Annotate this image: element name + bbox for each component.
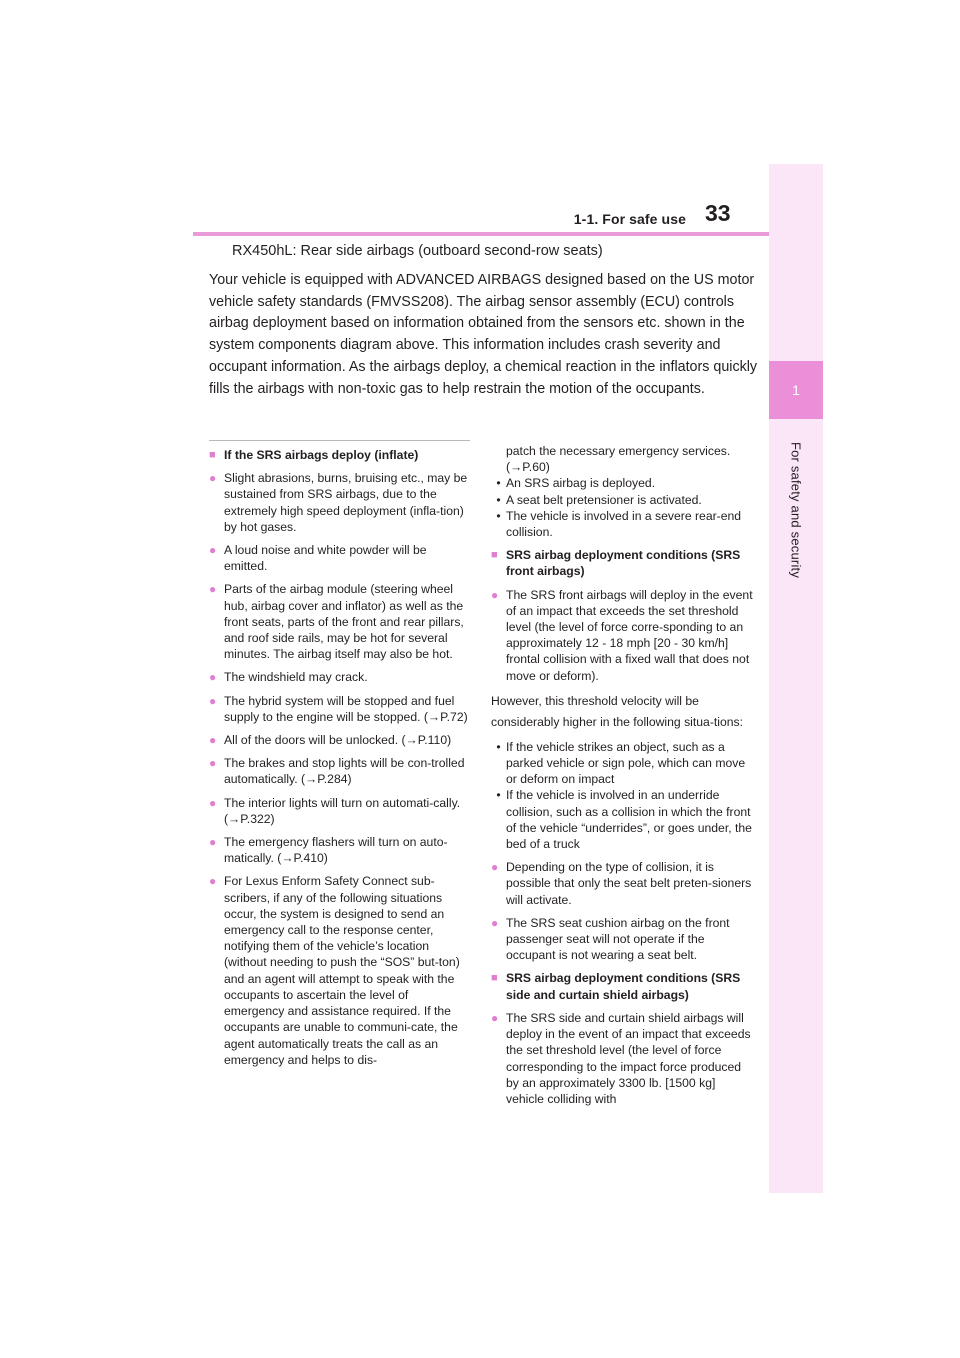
list-item: ● Depending on the type of collision, it … — [491, 859, 755, 908]
dash-item-text: A seat belt pretensioner is activated. — [506, 492, 702, 507]
circle-bullet-icon: ● — [491, 587, 499, 602]
list-item: ● The brakes and stop lights will be con-… — [209, 755, 470, 787]
dash-item: • The vehicle is involved in a severe rea… — [491, 508, 755, 540]
section-title: 1-1. For safe use — [573, 211, 686, 227]
list-item-text: Parts of the airbag module (steering whe… — [224, 582, 464, 662]
circle-bullet-icon: ● — [491, 1010, 499, 1025]
circle-bullet-icon: ● — [209, 693, 217, 708]
heading-text: If the SRS airbags deploy (inflate) — [224, 448, 419, 462]
circle-bullet-icon: ● — [491, 915, 499, 930]
circle-bullet-icon: ● — [209, 795, 217, 810]
chapter-sidebar — [769, 164, 823, 1193]
list-item: ● The hybrid system will be stopped and f… — [209, 693, 470, 725]
dash-item-text: If the vehicle strikes an object, such a… — [506, 739, 746, 787]
dash-item: • If the vehicle is involved in an underr… — [491, 787, 755, 852]
list-item: ● Parts of the airbag module (steering wh… — [209, 581, 470, 662]
header-rule — [193, 232, 769, 236]
dash-bullet-icon: • — [496, 788, 501, 803]
square-bullet-icon: ■ — [209, 449, 216, 461]
dash-item-text: An SRS airbag is deployed. — [506, 476, 656, 491]
square-bullet-icon: ■ — [491, 972, 498, 985]
figure-caption: RX450hL: Rear side airbags (outboard sec… — [232, 243, 603, 259]
dash-bullet-icon: • — [496, 508, 501, 523]
list-item-text: The hybrid system will be stopped and fu… — [224, 693, 468, 724]
list-item-text: Slight abrasions, burns, bruising etc., … — [224, 471, 468, 534]
list-item: ● The windshield may crack. — [209, 669, 470, 685]
left-column: ■ If the SRS airbags deploy (inflate) ● S… — [209, 440, 470, 1075]
list-item: ● The SRS side and curtain shield airbags… — [491, 1010, 755, 1107]
intro-paragraph: Your vehicle is equipped with ADVANCED A… — [209, 272, 758, 397]
list-item: ● For Lexus Enform Safety Connect sub-scr… — [209, 873, 470, 1067]
circle-bullet-icon: ● — [209, 543, 217, 558]
chapter-label: For safety and security — [788, 441, 804, 579]
list-item-text: The SRS seat cushion airbag on the front… — [506, 915, 730, 963]
circle-bullet-icon: ● — [209, 835, 217, 850]
circle-bullet-icon: ● — [491, 860, 499, 875]
list-item-text: All of the doors will be unlocked. (→P.1… — [224, 733, 452, 748]
list-item: ● A loud noise and white powder will be e… — [209, 542, 470, 574]
list-item-text: A loud noise and white powder will be em… — [224, 543, 427, 574]
circle-bullet-icon: ● — [209, 582, 217, 597]
dash-bullet-icon: • — [496, 492, 501, 507]
list-item: ● The SRS front airbags will deploy in th… — [491, 587, 755, 684]
list-item-text: The SRS front airbags will deploy in the… — [506, 587, 753, 683]
list-item: ● The emergency flashers will turn on aut… — [209, 834, 470, 866]
section-heading: ■ SRS airbag deployment conditions (SRS … — [491, 547, 755, 579]
list-item: ● The interior lights will turn on automa… — [209, 795, 470, 827]
list-item-text: The windshield may crack. — [224, 670, 368, 685]
list-item: ● All of the doors will be unlocked. (→P.… — [209, 732, 470, 748]
circle-bullet-icon: ● — [209, 670, 217, 685]
dash-item: • An SRS airbag is deployed. — [491, 475, 755, 491]
heading-text: SRS airbag deployment conditions (SRS fr… — [506, 548, 741, 579]
list-item-text: Depending on the type of collision, it i… — [506, 860, 752, 907]
section-heading: ■ If the SRS airbags deploy (inflate) — [209, 447, 470, 463]
dash-bullet-icon: • — [496, 476, 501, 491]
list-item-text: The brakes and stop lights will be con-t… — [224, 756, 465, 787]
page-number: 33 — [705, 200, 731, 226]
dash-bullet-icon: • — [496, 739, 501, 754]
list-item: ● Slight abrasions, burns, bruising etc.,… — [209, 470, 470, 535]
continued-text: patch the necessary emergency services. … — [506, 444, 731, 475]
circle-bullet-icon: ● — [209, 733, 217, 748]
list-item: ● The SRS seat cushion airbag on the fron… — [491, 915, 755, 964]
heading-text: SRS airbag deployment conditions (SRS si… — [506, 971, 741, 1002]
list-item-text: The SRS side and curtain shield airbags … — [506, 1010, 751, 1106]
right-column: patch the necessary emergency services. … — [491, 443, 755, 1114]
circle-bullet-icon: ● — [209, 471, 217, 486]
body-paragraph: However, this threshold velocity will be… — [491, 693, 744, 729]
circle-bullet-icon: ● — [209, 874, 217, 889]
square-bullet-icon: ■ — [491, 549, 498, 562]
list-item-text: The emergency flashers will turn on auto… — [224, 835, 448, 866]
dash-item: • A seat belt pretensioner is activated. — [491, 492, 755, 508]
circle-bullet-icon: ● — [209, 756, 217, 771]
list-item-text: For Lexus Enform Safety Connect sub-scri… — [224, 874, 460, 1067]
section-divider — [209, 440, 470, 441]
dash-item-text: The vehicle is involved in a severe rear… — [506, 508, 742, 540]
section-heading: ■ SRS airbag deployment conditions (SRS … — [491, 970, 755, 1002]
dash-item: • If the vehicle strikes an object, such … — [491, 739, 755, 788]
dash-item-text: If the vehicle is involved in an underri… — [506, 788, 752, 852]
list-item-text: The interior lights will turn on automat… — [224, 795, 461, 826]
chapter-tab[interactable]: 1 — [769, 361, 823, 419]
